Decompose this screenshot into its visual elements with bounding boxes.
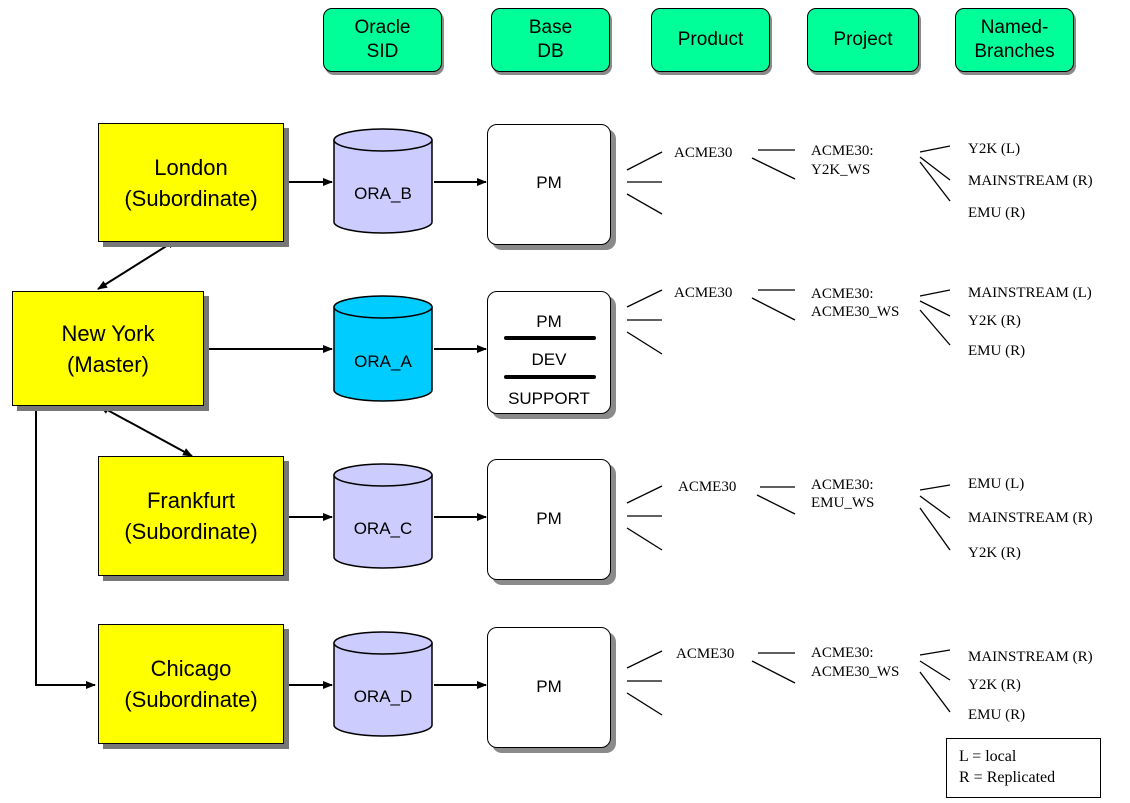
db-cylinder-ora-c	[333, 463, 433, 569]
base-db-frankfurt: PM	[487, 459, 611, 580]
base-db-dev-label: DEV	[531, 350, 567, 369]
base-db-london: PM	[487, 124, 611, 245]
base-db-label: PM	[536, 173, 562, 192]
site-newyork-master: New York (Master)	[12, 291, 204, 406]
branch-label: MAINSTREAM (R)	[968, 649, 1093, 665]
header-product: Product	[651, 8, 770, 72]
branch-label: MAINSTREAM (R)	[968, 173, 1093, 189]
branch-label: EMU (R)	[968, 343, 1026, 359]
link-newyork-chicago	[35, 404, 96, 689]
legend-box: L = local R = Replicated	[946, 738, 1101, 798]
db-cylinder-ora-a	[333, 295, 433, 402]
branch-label: Y2K (R)	[968, 677, 1021, 693]
divider	[504, 336, 596, 340]
divider	[504, 375, 596, 379]
site-frankfurt: Frankfurt (Subordinate)	[98, 456, 284, 576]
branch-label: MAINSTREAM (L)	[968, 285, 1092, 301]
project-label: EMU_WS	[811, 495, 875, 511]
base-db-support-label: SUPPORT	[508, 389, 590, 408]
legend-local: L = local	[959, 748, 1017, 765]
db-cylinder-ora-b	[333, 128, 433, 234]
legend-replicated: R = Replicated	[959, 769, 1056, 786]
header-oracle-sid: Oracle SID	[323, 8, 442, 72]
header-named-branches: Named- Branches	[955, 8, 1074, 72]
db-cylinder-ora-d	[333, 631, 433, 737]
branch-label: EMU (L)	[968, 476, 1025, 492]
site-london: London (Subordinate)	[98, 123, 284, 242]
link-newyork-london	[97, 239, 177, 290]
header-base-db: Base DB	[491, 8, 610, 72]
db-label-ora-d: ORA_D	[353, 687, 413, 706]
project-label: ACME30:	[811, 477, 874, 493]
product-label: ACME30	[678, 479, 737, 495]
branch-label: Y2K (L)	[968, 141, 1021, 157]
site-chicago: Chicago (Subordinate)	[98, 624, 284, 744]
base-db-label: PM	[536, 677, 562, 696]
product-label: ACME30	[674, 285, 733, 301]
project-label: ACME30_WS	[811, 304, 900, 320]
project-label: ACME30:	[811, 143, 874, 159]
link-newyork-frankfurt	[99, 405, 193, 457]
branch-label: EMU (R)	[968, 707, 1026, 723]
base-db-pm-label: PM	[536, 312, 562, 331]
product-label: ACME30	[676, 646, 735, 662]
base-db-label: PM	[536, 509, 562, 528]
db-label-ora-c: ORA_C	[353, 519, 413, 538]
branch-label: MAINSTREAM (R)	[968, 510, 1093, 526]
db-label-ora-a: ORA_A	[354, 352, 412, 371]
header-project: Project	[807, 8, 919, 72]
project-label: Y2K_WS	[811, 162, 871, 178]
db-label-ora-b: ORA_B	[354, 184, 412, 203]
project-label: ACME30_WS	[811, 664, 900, 680]
project-label: ACME30:	[811, 645, 874, 661]
product-label: ACME30	[674, 145, 733, 161]
base-db-newyork: PM DEV SUPPORT	[487, 291, 611, 414]
base-db-chicago: PM	[487, 627, 611, 748]
branch-label: Y2K (R)	[968, 313, 1021, 329]
branch-label: Y2K (R)	[968, 545, 1021, 561]
branch-label: EMU (R)	[968, 205, 1026, 221]
project-label: ACME30:	[811, 286, 874, 302]
